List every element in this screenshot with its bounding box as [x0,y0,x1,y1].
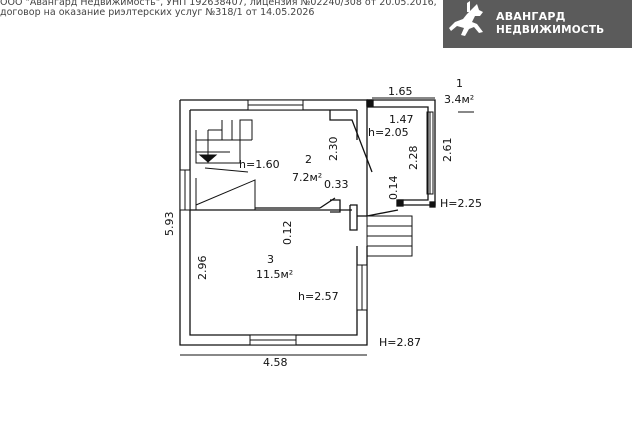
room3-area: 11.5м² [256,268,293,281]
windows [179,99,434,346]
height-H-total: H=2.87 [379,336,421,349]
dimension-lines [180,97,474,356]
dim-2-61: 2.61 [441,138,454,163]
height-H-porch: H=2.25 [440,197,482,210]
horse-rider-icon [449,1,483,36]
partition-walls [255,110,373,231]
dim-2-28: 2.28 [407,146,420,171]
room2-number: 2 [305,153,312,166]
room1-area: 3.4м² [444,93,474,106]
logo-text-nedvizhimost: НЕДВИЖИМОСТЬ [496,24,605,36]
logo-text-avangard: АВАНГАРД [496,10,566,23]
header-license-line: ООО "Авангард Недвижимость", УНП 1926384… [0,0,437,8]
height-room3: h=2.57 [298,290,339,303]
dim-0-14: 0.14 [387,176,400,201]
header-contract-line: договор на оказание риэлтерских услуг №3… [0,7,315,18]
height-porch: h=2.05 [368,126,409,139]
interior-stairs [195,119,256,210]
dim-1-47: 1.47 [389,113,414,126]
dim-0-12: 0.12 [281,221,294,246]
room2-area: 7.2м² [292,171,322,184]
dim-5-93: 5.93 [163,212,176,237]
height-stairs: h=1.60 [239,158,280,171]
dim-4-58: 4.58 [263,356,288,369]
plan-labels: 1.65 1 3.4м² 1.47 h=2.05 2.30 2.28 2.61 … [163,77,482,369]
dim-2-96: 2.96 [196,256,209,281]
dim-0-33: 0.33 [324,178,349,191]
room3-number: 3 [267,253,274,266]
agency-logo: АВАНГАРД НЕДВИЖИМОСТЬ [443,0,632,48]
dim-2-30: 2.30 [327,137,340,162]
room1-number: 1 [456,77,463,90]
dim-1-65: 1.65 [388,85,413,98]
porch-steps [366,215,413,257]
porch-walls [366,99,436,217]
